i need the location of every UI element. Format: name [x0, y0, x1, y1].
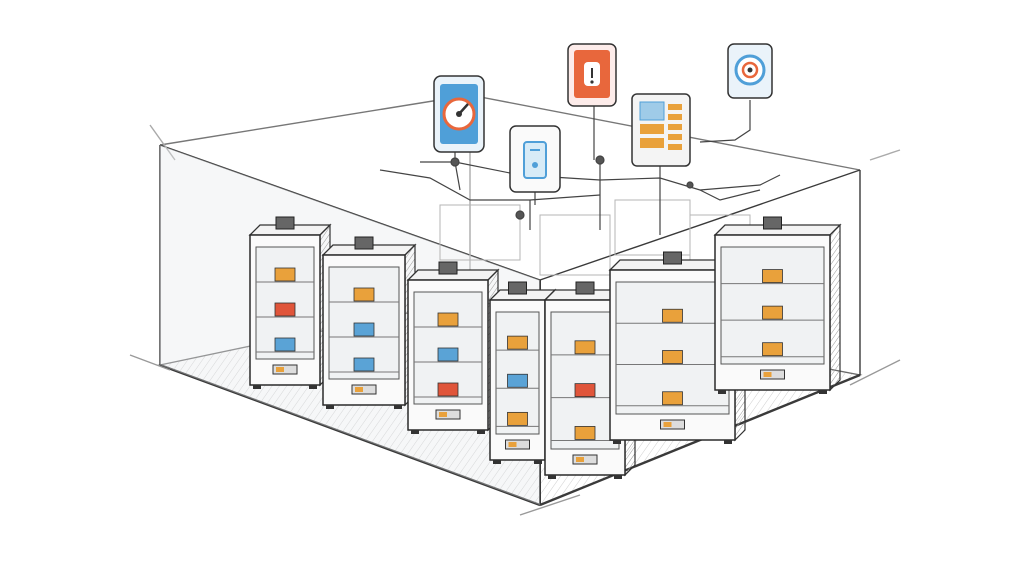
printer-3	[406, 261, 500, 434]
alert-panel-icon	[584, 62, 600, 86]
dashboard-gauge-panel	[433, 75, 485, 153]
alert-panel	[567, 43, 617, 160]
target-camera-panel	[699, 43, 773, 143]
printer-extra	[713, 216, 842, 394]
printer-array	[248, 216, 842, 479]
printer-2	[321, 236, 417, 409]
monitoring-screen-icon	[639, 101, 682, 150]
printer-1	[248, 216, 332, 389]
phone-status-icon	[523, 141, 547, 179]
monitoring-screen-panel	[631, 93, 691, 178]
target-camera-icon	[734, 54, 766, 86]
phone-status-panel	[509, 125, 561, 205]
ceiling-wiring	[379, 140, 781, 235]
dashboard-gauge-icon	[442, 97, 476, 131]
